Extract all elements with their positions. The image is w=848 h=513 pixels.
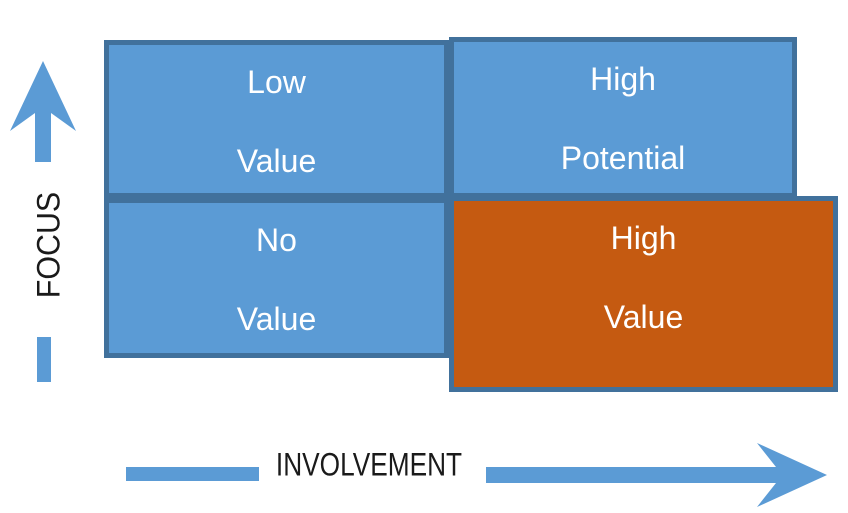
quadrant-label-line2: Value: [236, 143, 317, 179]
quadrant-high-potential: High Potential: [449, 37, 797, 198]
quadrant-label-line1: High: [610, 220, 677, 256]
quadrant-no-value: No Value: [104, 198, 449, 358]
quadrant-label-line1: No: [256, 222, 297, 258]
quadrant-label-line1: Low: [247, 64, 306, 100]
y-axis-dash: [37, 337, 51, 382]
x-axis-dash: [126, 467, 259, 481]
quadrant-label-line2: Value: [603, 299, 684, 335]
quadrant-low-value: Low Value: [104, 40, 449, 198]
x-axis-label: INVOLVEMENT: [275, 446, 463, 483]
quadrant-label-line1: High: [590, 61, 656, 97]
quadrant-high-value: High Value: [449, 196, 838, 392]
quadrant-label-line2: Value: [236, 301, 317, 337]
y-axis-arrow-up-icon: [10, 61, 76, 162]
x-axis-arrow-right-icon: [486, 443, 827, 507]
quadrant-label-line2: Potential: [560, 140, 686, 176]
y-axis-label: FOCUS: [30, 191, 67, 299]
